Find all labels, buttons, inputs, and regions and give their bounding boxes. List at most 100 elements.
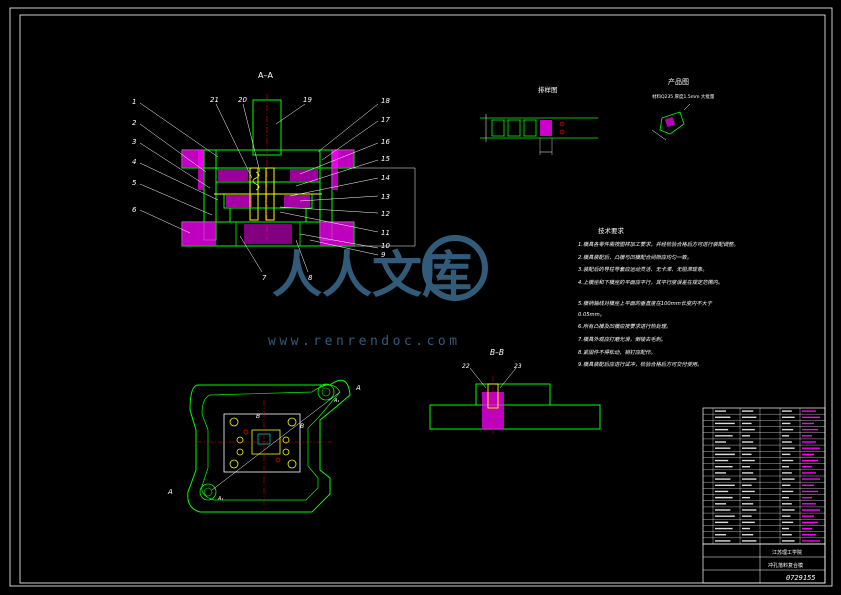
- plan-label-a-sub: A₁: [333, 398, 339, 404]
- note-7: 7.模具外观应打磨光滑，倒棱去毛刺。: [578, 336, 666, 343]
- punch-plate-hatch-2: [290, 169, 318, 181]
- title-frame: [702, 543, 826, 584]
- note-3: 3.装配后的导柱导套应运动灵活、无卡滞、无阻滞现象。: [578, 266, 707, 273]
- plan-label-b1: B: [256, 413, 260, 420]
- product-part-hatch: [664, 116, 676, 128]
- technical-notes: 技术要求 1.模具各零件需按图样加工要求，并经检验合格后方可进行装配调整。 2.…: [578, 226, 739, 368]
- strip-pierce-hole-1: [559, 121, 565, 127]
- plan-screw-holes: [229, 417, 297, 469]
- plan-guide-hole-bottom: [199, 483, 217, 501]
- plan-guide-hole-top: [317, 383, 335, 401]
- note-5b: 0.05mm。: [578, 312, 605, 318]
- strip-blank-2: [507, 119, 521, 137]
- plan-guide-hole-top-inner: [321, 387, 331, 397]
- top-leaders: [215, 103, 306, 179]
- watermark: 人人文库 www.renrendoc.com: [268, 235, 488, 349]
- left-leaders: [139, 102, 219, 234]
- plan-label-b-sub: A₁: [217, 496, 223, 502]
- part-no-16: 16: [381, 138, 390, 146]
- note-2: 2.模具装配后，凸模与凹模配合间隙应均匀一致。: [578, 254, 692, 261]
- section-bb-view: B–B 22 23: [429, 348, 601, 434]
- section-aa-label: A–A: [258, 71, 273, 80]
- plan-pin-holes: [243, 429, 281, 463]
- product-part-outline: [659, 111, 685, 135]
- right-leaders: [279, 103, 379, 256]
- part-no-20: 20: [238, 96, 247, 104]
- plan-die-block: [223, 413, 301, 473]
- guide-bush-right: [332, 150, 338, 190]
- note-1: 1.模具各零件需按图样加工要求，并经检验合格后方可进行装配调整。: [578, 241, 739, 248]
- bom-rows: [703, 408, 825, 544]
- blanking-die-hatch-2: [284, 195, 310, 207]
- blanking-die-hatch: [226, 195, 252, 207]
- part-no-3: 3: [132, 138, 136, 146]
- section-bb-label: B–B: [490, 348, 504, 357]
- note-5: 5.模柄轴线对模座上平面的垂直度在100mm长度内不大于: [578, 300, 713, 307]
- part-no-8: 8: [308, 274, 313, 282]
- strip-pierce-hole-2: [559, 129, 565, 135]
- part-no-23: 23: [514, 363, 522, 370]
- strip-blank-1: [491, 119, 505, 137]
- part-no-17: 17: [381, 116, 390, 124]
- title-name: 冲孔落料复合模: [768, 562, 803, 569]
- part-no-14: 14: [381, 174, 390, 182]
- bb-leader-23: [499, 367, 517, 389]
- part-no-2: 2: [132, 119, 137, 127]
- part-no-10: 10: [381, 242, 390, 250]
- title-drawing-no: 0729155: [786, 574, 816, 582]
- title-unit: 江苏理工学院: [772, 549, 802, 556]
- lower-plate-hatch-right: [320, 222, 354, 246]
- strip-layout-label: 排样图: [538, 85, 558, 94]
- guide-bush-left: [198, 150, 204, 190]
- upper-die-plate: [181, 149, 355, 169]
- section-aa-view: A–A: [132, 71, 416, 282]
- sheet-border-outer: [9, 7, 833, 587]
- product-label: 产品图: [668, 77, 689, 86]
- sheet-border-inner: [19, 14, 826, 584]
- part-no-19: 19: [303, 96, 312, 104]
- part-no-11: 11: [381, 229, 390, 237]
- note-6: 6.所有凸模及凹模应按要求进行热处理。: [578, 323, 671, 330]
- watermark-brand: 人人文库: [272, 246, 472, 304]
- lower-plate-hatch-left: [182, 222, 216, 246]
- note-9: 9.模具装配后应进行试冲，检验合格后方可交付使用。: [578, 361, 702, 368]
- bb-upper-block: [475, 383, 551, 406]
- part-no-18: 18: [381, 97, 390, 105]
- plan-label-b2: B: [300, 423, 304, 430]
- part-no-13: 13: [381, 193, 390, 201]
- title-block: 江苏理工学院 冲孔落料复合模 0729155: [702, 407, 826, 584]
- bb-leader-22: [469, 367, 487, 389]
- note-8: 8.紧固件不得松动，销钉应配作。: [578, 349, 656, 356]
- watermark-url: www.renrendoc.com: [268, 334, 461, 349]
- plan-outline-inner: [201, 384, 341, 501]
- plan-view: A A B B A₁ A₁: [167, 379, 361, 513]
- product-view: 产品图 材料Q235 厚度1.5mm 大批量: [651, 77, 715, 141]
- part-no-1: 1: [132, 98, 136, 106]
- section-cut-line-aa: [211, 391, 341, 491]
- ejector-spring: [252, 171, 260, 191]
- part-no-6: 6: [132, 206, 137, 214]
- stripper-plate: [215, 181, 321, 195]
- part-no-5: 5: [132, 179, 137, 187]
- bottom-leaders: [239, 235, 309, 273]
- note-4: 4.上模座和下模座的平面应平行，其平行度误差在规定范围内。: [578, 279, 723, 286]
- notes-title: 技术要求: [598, 226, 625, 235]
- bb-lower-plate: [429, 404, 601, 430]
- part-no-12: 12: [381, 210, 390, 218]
- product-dim-2: [683, 103, 691, 111]
- plan-label-a1: A: [355, 384, 361, 392]
- part-no-21: 21: [210, 96, 219, 104]
- part-no-9: 9: [381, 251, 386, 259]
- product-dim-1: [651, 129, 667, 141]
- watermark-logo-ring: [422, 235, 488, 301]
- strip-blank-3: [523, 119, 537, 137]
- plan-outline: [187, 379, 351, 513]
- plan-label-a2: A: [167, 488, 173, 496]
- part-no-15: 15: [381, 155, 390, 163]
- plan-guide-hole-bottom-inner: [203, 487, 213, 497]
- strip-layout-view: 排样图: [480, 85, 598, 155]
- part-no-22: 22: [462, 363, 470, 370]
- product-material: 材料Q235 厚度1.5mm 大批量: [652, 93, 715, 100]
- part-no-4: 4: [132, 158, 136, 166]
